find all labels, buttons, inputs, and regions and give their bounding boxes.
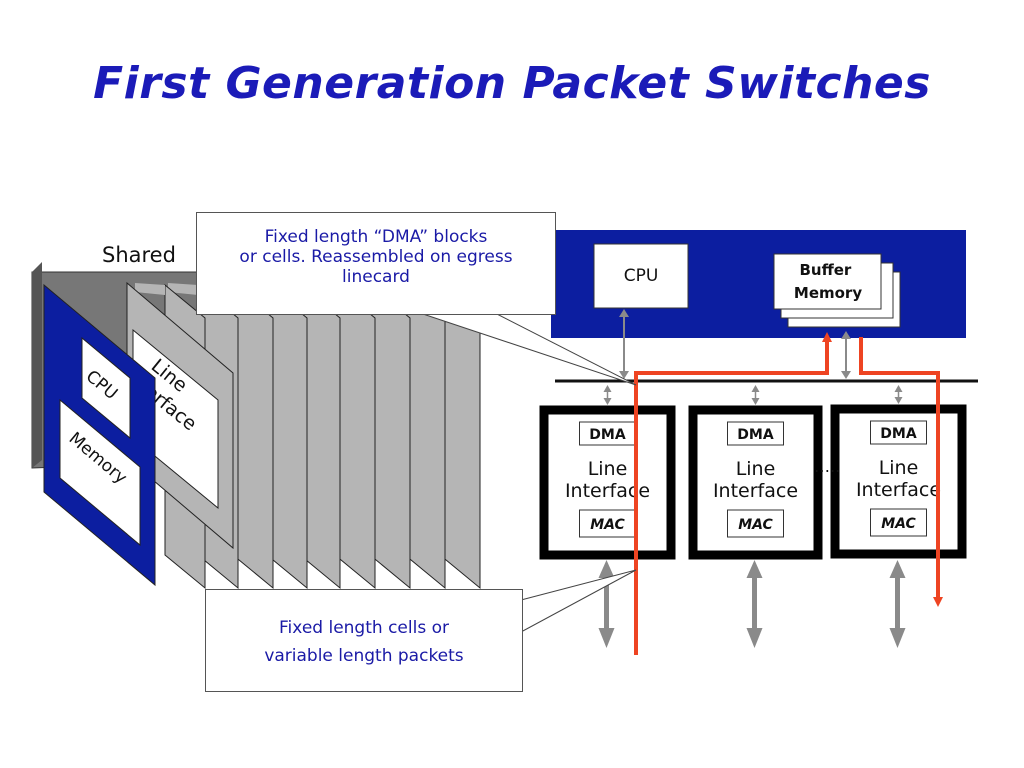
port-arrow xyxy=(746,560,763,648)
bus-architecture: CPU Buffer Memory DMALineInterfaceMACDMA… xyxy=(419,230,978,655)
slide-title: First Generation Packet Switches xyxy=(93,58,931,109)
mac-box xyxy=(727,509,784,538)
callout-cells-line2: variable length packets xyxy=(264,646,464,666)
port-arrow xyxy=(598,560,615,648)
line-interface-name-line1: Line xyxy=(879,457,919,479)
cpu-card: CPU Memory xyxy=(43,283,156,587)
line-interface-name-line2: Interface xyxy=(856,479,941,501)
mac-label: MAC xyxy=(881,516,916,532)
mac-label: MAC xyxy=(738,517,773,533)
dma-label: DMA xyxy=(737,427,774,443)
memory-bus-arrow xyxy=(841,331,851,379)
buffer-memory-label-line2: Memory xyxy=(794,284,862,302)
buffer-memory-label-line1: Buffer xyxy=(799,261,851,279)
buffer-memory-box xyxy=(773,253,882,310)
dma-label: DMA xyxy=(880,426,917,442)
callout-dma-line3: linecard xyxy=(342,267,410,287)
line-interface-name-line2: Interface xyxy=(565,480,650,502)
mac-box xyxy=(579,509,636,538)
callout-dma-line2: or cells. Reassembled on egress xyxy=(239,247,513,267)
line-card-front: Line Interface xyxy=(121,281,234,550)
callout-cells: Fixed length cells or variable length pa… xyxy=(205,589,523,692)
packet-path-egress xyxy=(859,337,943,607)
callout-dma-blocks: Fixed length “DMA” blocks or cells. Reas… xyxy=(196,212,556,315)
packet-path-ingress xyxy=(634,332,832,655)
cpu-card-memory-panel xyxy=(59,398,141,547)
ellipsis: ….. xyxy=(814,457,840,476)
chassis: Shared Line Interface CPU Memory xyxy=(31,243,481,590)
dma-box xyxy=(870,420,927,445)
line-interface-name-line1: Line xyxy=(588,458,628,480)
buffer-memory-label: Buffer Memory xyxy=(794,261,862,302)
callout-dma-line1: Fixed length “DMA” blocks xyxy=(264,227,488,247)
callout-cells-line1: Fixed length cells or xyxy=(279,618,449,638)
dma-box xyxy=(727,421,784,446)
bus-cpu-box xyxy=(593,243,689,309)
line-interface-name-line2: Interface xyxy=(713,480,798,502)
mac-box xyxy=(870,508,927,537)
callout-cells-pointer xyxy=(520,569,637,633)
line-interface-name-line1: Line xyxy=(736,458,776,480)
bus-cpu-label: CPU xyxy=(624,266,659,286)
cpu-bus-arrow xyxy=(619,309,629,379)
chassis-back-side xyxy=(32,262,42,468)
cpu-card-cpu-panel xyxy=(81,336,131,440)
shared-label: Shared xyxy=(102,243,176,267)
port-arrow xyxy=(889,560,906,648)
mac-label: MAC xyxy=(590,517,625,533)
dma-label: DMA xyxy=(589,427,626,443)
line-interface-cards: DMALineInterfaceMACDMALineInterfaceMACDM… xyxy=(539,385,967,648)
